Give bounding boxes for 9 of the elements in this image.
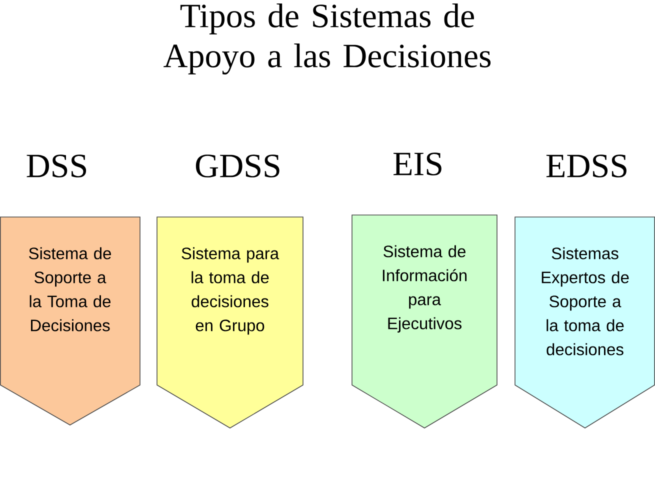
heading: EIS <box>393 152 442 176</box>
arrow-box: Sistemas Expertos de Soporte a la toma de decisiones <box>514 216 655 428</box>
arrow-box: Sistema de Soporte a la Toma de Decisiones <box>0 216 140 426</box>
heading: DSS <box>26 154 86 178</box>
heading: EDSS <box>546 154 626 178</box>
arrow-box: Sistema para la toma de decisiones en Grupo <box>156 216 304 428</box>
heading: GDSS <box>196 154 280 178</box>
arrow-box: Sistema de Información para Ejecutivos <box>352 214 498 428</box>
title: Tipos de Sistemas de Apoyo a las Decisiones <box>164 4 491 74</box>
